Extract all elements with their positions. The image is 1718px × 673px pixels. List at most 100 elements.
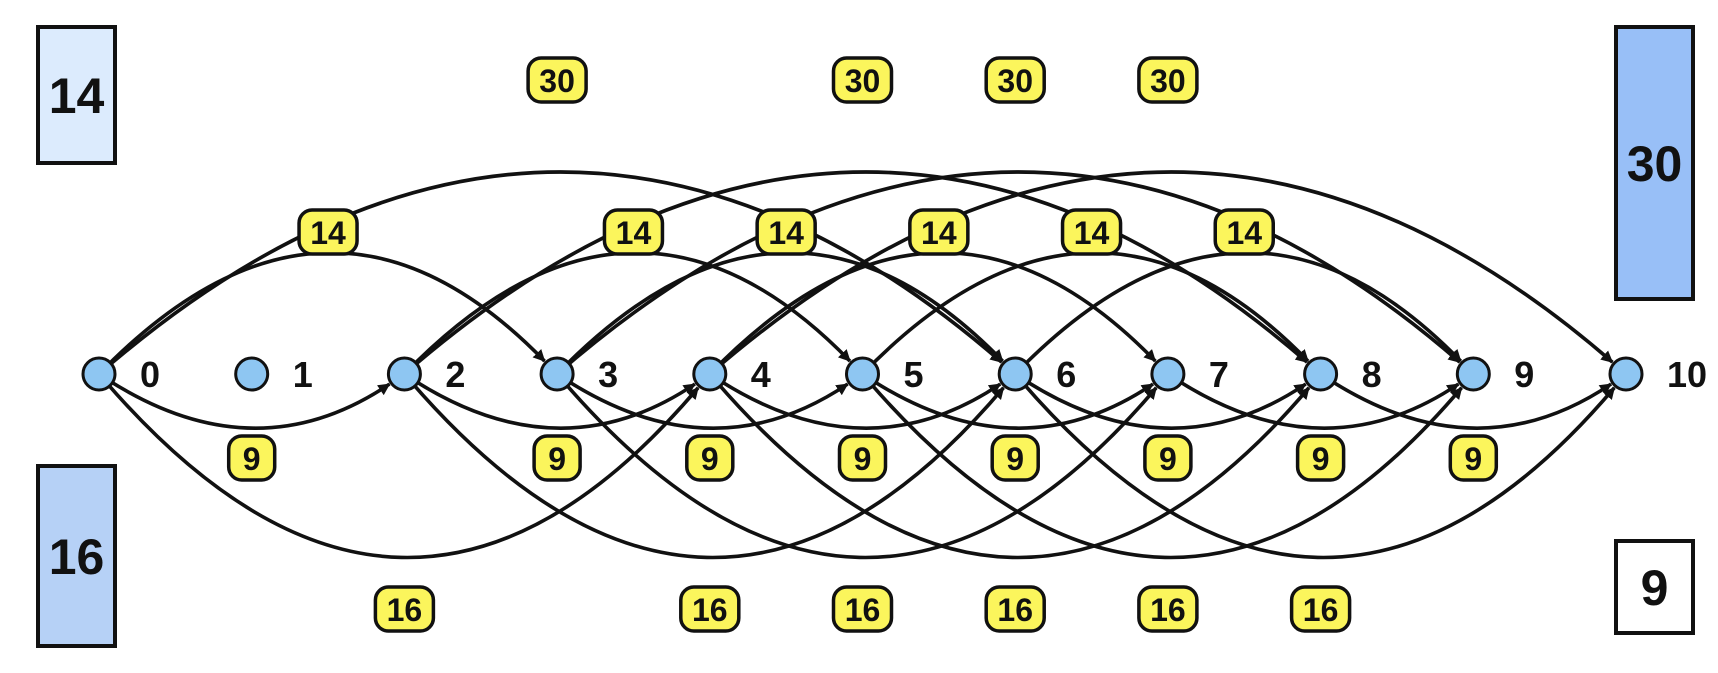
weight-label-text: 9: [854, 441, 872, 477]
node-4: 4: [692, 354, 771, 395]
node-circle: [1455, 356, 1491, 392]
weight-label-badge: [984, 585, 1046, 633]
weight-label-badge: [1289, 585, 1352, 633]
legend-box-14: 14: [36, 25, 117, 165]
weight-label-text: 14: [1226, 215, 1262, 251]
weight-label-text: 14: [921, 215, 957, 251]
nodes: 0 1 2 3 4 5 6 7 8 9 10: [81, 354, 1707, 395]
weight-label-badge: [373, 585, 436, 633]
edge-0-to-2-weight-9: [97, 372, 391, 430]
weight-label-text: 16: [845, 592, 881, 628]
weight-label-text: 14: [616, 215, 652, 251]
weight-label-8-to-10: 9: [1448, 434, 1499, 482]
weight-label-badge: [831, 56, 894, 104]
weight-label-text: 9: [243, 441, 261, 477]
node-label: 3: [598, 354, 618, 395]
node-label: 5: [904, 354, 924, 395]
weight-label-text: 9: [548, 441, 566, 477]
node-8: 8: [1303, 354, 1382, 395]
edge-4-to-6-weight-9: [708, 372, 1002, 430]
weight-label-text: 16: [997, 592, 1033, 628]
node-5: 5: [845, 354, 924, 395]
node-2: 2: [386, 354, 465, 395]
node-label: 10: [1667, 354, 1707, 395]
edge-2-to-4-weight-9: [403, 372, 696, 430]
weight-label-text: 9: [1312, 441, 1330, 477]
node-label: 2: [445, 354, 465, 395]
edge-2-to-8-weight-30: [403, 170, 1309, 376]
weight-label-text: 30: [1150, 63, 1186, 99]
legend-box-rect: [1614, 539, 1695, 635]
weight-label-4-to-7: 14: [908, 208, 970, 256]
legend-box-16: 16: [36, 464, 117, 648]
weight-label-badge: [602, 208, 665, 256]
weight-label-text: 16: [1303, 592, 1339, 628]
edge-3-to-5-weight-9: [556, 372, 849, 430]
weight-label-badge: [1295, 434, 1346, 482]
weight-label-badge: [226, 434, 277, 482]
legend-box-label: 30: [1627, 136, 1683, 192]
weight-label-badge: [685, 434, 735, 482]
node-9: 9: [1455, 354, 1534, 395]
node-1: 1: [234, 354, 313, 395]
node-circle: [81, 356, 117, 392]
node-circle: [692, 356, 728, 392]
node-circle: [234, 356, 270, 392]
legend-box-label: 16: [49, 529, 105, 585]
legend-box-label: 9: [1641, 560, 1669, 616]
edge-0-to-4-weight-16: [97, 372, 700, 560]
edge-4-to-10-weight-30: [708, 170, 1614, 376]
weight-label-text: 30: [845, 63, 881, 99]
node-label: 7: [1209, 354, 1229, 395]
weight-label-3-to-6: 14: [755, 208, 817, 256]
node-7: 7: [1150, 354, 1229, 395]
node-6: 6: [997, 354, 1076, 395]
node-label: 9: [1514, 354, 1534, 395]
weight-label-badge: [1143, 434, 1193, 482]
edge-4-to-8-weight-16: [708, 372, 1311, 560]
weight-label-4-to-8: 16: [984, 585, 1046, 633]
weight-label-text: 16: [387, 592, 423, 628]
edge-5-to-9-weight-16: [861, 372, 1464, 560]
edge-3-to-9-weight-30: [555, 170, 1461, 376]
weight-label-badge: [990, 434, 1040, 482]
edge-8-to-10-weight-9: [1319, 372, 1613, 430]
weight-label-2-to-8: 30: [831, 56, 894, 104]
node-label: 6: [1056, 354, 1076, 395]
edge-3-to-7-weight-16: [555, 372, 1158, 560]
legend-box-rect: [36, 464, 117, 648]
node-circle: [845, 356, 880, 392]
weight-label-6-to-10: 16: [1289, 585, 1352, 633]
weight-label-3-to-9: 30: [984, 56, 1046, 104]
weight-label-badge: [1213, 208, 1275, 256]
weight-label-text: 30: [997, 63, 1033, 99]
node-label: 0: [140, 354, 160, 395]
edge-5-to-7-weight-9: [861, 372, 1154, 430]
edge-7-to-9-weight-9: [1166, 372, 1460, 430]
weight-label-0-to-2: 9: [226, 434, 277, 482]
weight-label-badge: [831, 585, 894, 633]
weight-label-0-to-3: 14: [297, 208, 359, 256]
node-circle: [386, 356, 422, 392]
node-3: 3: [539, 354, 618, 395]
weight-label-badge: [532, 434, 582, 482]
node-0: 0: [81, 354, 160, 395]
weight-label-5-to-9: 16: [1137, 585, 1199, 633]
edge-6-to-9-weight-14: [1013, 250, 1463, 376]
weight-label-text: 9: [1464, 441, 1482, 477]
legend-box-rect: [1614, 25, 1695, 301]
edge-0-to-6-weight-30: [97, 170, 1003, 376]
weight-label-badge: [679, 585, 741, 633]
weight-label-2-to-5: 14: [602, 208, 665, 256]
node-label: 4: [751, 354, 771, 395]
weight-label-text: 30: [539, 63, 575, 99]
weight-label-badge: [755, 208, 817, 256]
weight-label-badge: [837, 434, 888, 482]
edge-2-to-6-weight-16: [403, 372, 1005, 560]
node-circle: [997, 356, 1033, 392]
weight-label-2-to-4: 9: [532, 434, 582, 482]
